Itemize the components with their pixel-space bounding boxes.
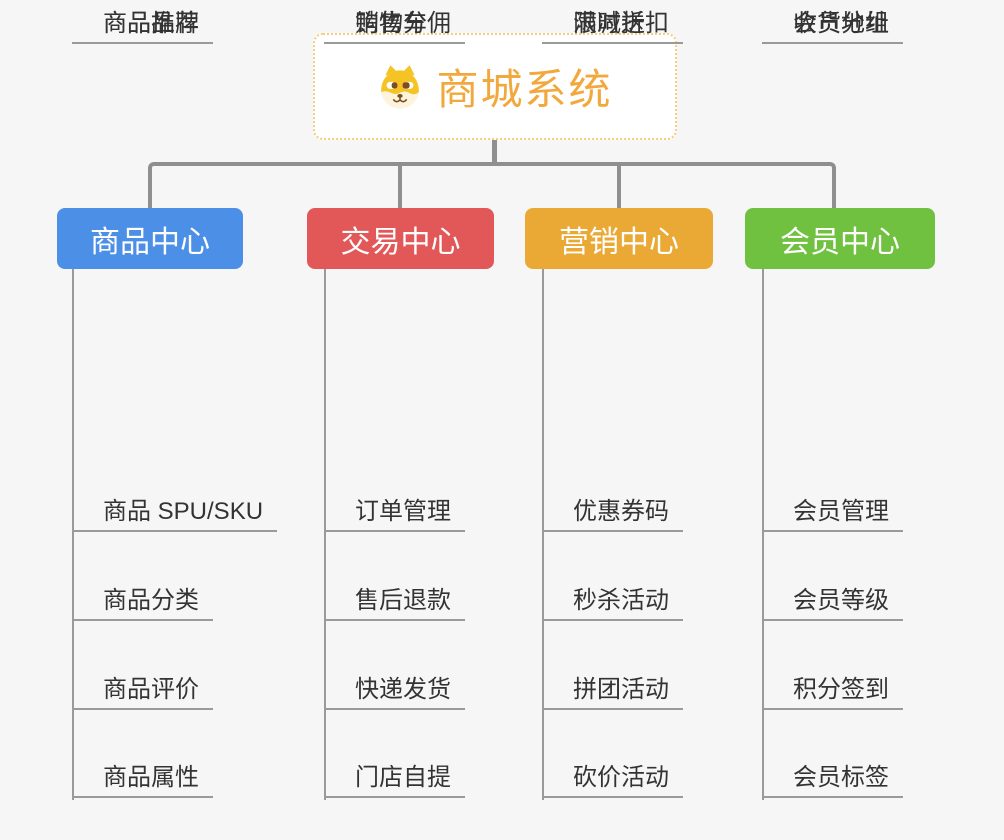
mindmap-item[interactable]: 门店自提 xyxy=(324,754,465,798)
branch-trunk-line xyxy=(72,269,74,800)
branch-node-trade-center[interactable]: 交易中心 xyxy=(307,208,494,269)
root-connector-stub xyxy=(492,138,497,164)
mindmap-item[interactable]: 商品分类 xyxy=(72,577,213,621)
mindmap-item[interactable]: 会员标签 xyxy=(762,754,903,798)
mindmap-item[interactable]: 订单管理 xyxy=(324,488,465,532)
connector-drop-2 xyxy=(398,164,402,208)
mindmap-item[interactable]: 快递发货 xyxy=(324,666,465,710)
mindmap-item[interactable]: 售后退款 xyxy=(324,577,465,621)
mindmap-item[interactable]: 商品评价 xyxy=(72,666,213,710)
mindmap-item[interactable]: 砍价活动 xyxy=(542,754,683,798)
dog-face-icon xyxy=(381,64,420,109)
root-node[interactable]: 商城系统 xyxy=(313,33,677,140)
mindmap-item[interactable]: 优惠券码 xyxy=(542,488,683,532)
mindmap-item[interactable]: 积分签到 xyxy=(762,666,903,710)
mindmap-item[interactable]: 满减送 xyxy=(542,0,659,44)
branch-node-member-center[interactable]: 会员中心 xyxy=(745,208,935,269)
root-title: 商城系统 xyxy=(436,66,613,113)
mindmap-item[interactable]: 会员等级 xyxy=(762,577,903,621)
branch-trunk-line xyxy=(324,269,326,800)
branch-node-product-center[interactable]: 商品中心 xyxy=(57,208,243,269)
mindmap-item[interactable]: 拼团活动 xyxy=(542,666,683,710)
branch-trunk-line xyxy=(762,269,764,800)
mindmap-item[interactable]: 商品属性 xyxy=(72,754,213,798)
mindmap-item[interactable]: 秒杀活动 xyxy=(542,577,683,621)
mindmap-item[interactable]: 销售分佣 xyxy=(324,0,465,44)
connector-bus xyxy=(148,162,836,208)
branch-node-marketing-center[interactable]: 营销中心 xyxy=(525,208,713,269)
branch-trunk-line xyxy=(542,269,544,800)
connector-drop-3 xyxy=(617,164,621,208)
mindmap-item[interactable]: 商品品牌 xyxy=(72,0,213,44)
mindmap-item[interactable]: 商品 SPU/SKU xyxy=(72,488,278,532)
mindmap-item[interactable]: 会员管理 xyxy=(762,488,903,532)
mindmap-item[interactable]: 收货地址 xyxy=(762,0,903,44)
